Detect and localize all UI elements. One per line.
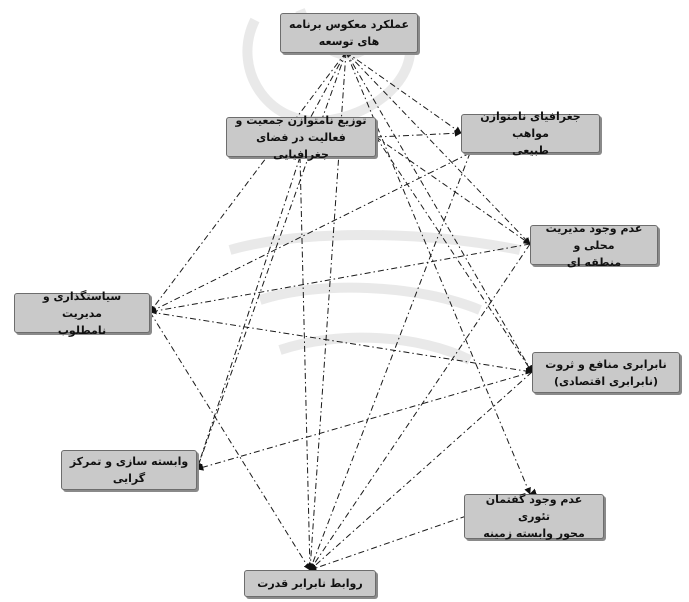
edge-n4-n5 <box>149 239 537 315</box>
node-line: (نابرابری اقتصادی) <box>553 374 659 388</box>
edge-n3-n9 <box>308 145 476 571</box>
node-line: عدم وجود گفتمان تئوری <box>485 493 583 523</box>
node-unbalanced-population-distribution: توزیع نامتوازن جمعیت و فعالیت در فضای جغ… <box>226 114 376 161</box>
node-lack-of-local-management: عدم وجود مدیریت محلی و منطقه ای <box>530 222 658 269</box>
node-line: نابرابری منافع و ثروت <box>545 357 667 371</box>
edge-n8-n9 <box>309 488 538 572</box>
node-line: محور وابسته زمینه <box>483 527 585 540</box>
node-line: عملکرد معکوس برنامه <box>288 18 410 31</box>
edge-n2-n6 <box>369 129 533 373</box>
node-line: فعالیت در فضای جغرافیایی <box>256 130 346 161</box>
node-line: توزیع نامتوازن جمعیت و <box>235 113 367 127</box>
node-lack-of-theory-discourse: عدم وجود گفتمان تئوری محور وابسته زمینه <box>464 493 604 540</box>
node-line: سیاستگذاری و مدیریت <box>42 289 122 320</box>
edge-n2-n9 <box>296 150 314 571</box>
node-unbalanced-natural-endowments: جغرافیای نامتوازن مواهب طبیعی <box>461 110 600 157</box>
edge-n1-n6 <box>339 44 533 373</box>
node-line: روابط نابرابر قدرت <box>257 577 363 590</box>
node-line: طبیعی <box>512 144 549 157</box>
edge-n2-n3 <box>369 129 462 141</box>
node-line: عدم وجود مدیریت محلی و <box>545 221 643 252</box>
edge-n1-n3 <box>338 45 462 134</box>
node-line: جغرافیای نامتوازن مواهب <box>480 110 581 140</box>
node-line: گرایی <box>112 472 146 485</box>
node-economic-inequality: نابرابری منافع و ثروت (نابرابری اقتصادی) <box>532 352 680 393</box>
edge-n5-n9 <box>143 304 311 571</box>
edge-n3-n5 <box>149 147 478 313</box>
node-line: نامطلوب <box>57 323 107 337</box>
node-line: وابسته سازی و تمرکز <box>69 455 189 468</box>
node-line: های توسعه <box>318 35 380 48</box>
node-unequal-power-relations: روابط نابرابر قدرت <box>244 570 376 597</box>
node-line: منطقه ای <box>566 255 622 269</box>
node-reverse-performance-of-development-plans: عملکرد معکوس برنامه های توسعه <box>280 13 418 53</box>
edge-n6-n7 <box>196 366 540 471</box>
node-poor-policymaking: سیاستگذاری و مدیریت نامطلوب <box>14 290 150 337</box>
edge-n1-n5 <box>149 44 353 313</box>
edge-n2-n7 <box>195 149 306 470</box>
edge-n5-n6 <box>143 307 533 375</box>
node-dependency-and-centralization: وابسته سازی و تمرکز گرایی <box>61 450 197 490</box>
